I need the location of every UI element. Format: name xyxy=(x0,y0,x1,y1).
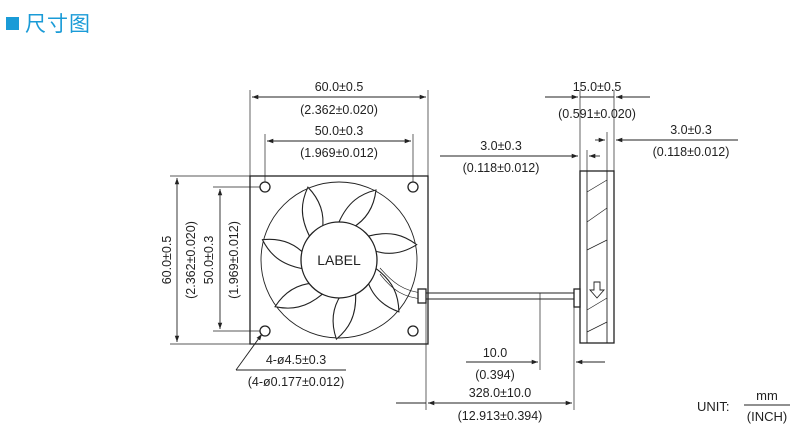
fan-front-view: LABEL xyxy=(249,175,574,345)
dim-side-rib-left: 3.0±0.3 (0.118±0.012) xyxy=(440,139,600,175)
section-header: 尺寸图 xyxy=(6,8,91,38)
dim-side-rib-right: 3.0±0.3 (0.118±0.012) xyxy=(595,123,738,171)
header-square-icon xyxy=(6,16,19,30)
fan-hub xyxy=(300,221,378,299)
dim-height-holes-mm: 50.0±0.3 xyxy=(202,236,216,285)
dim-side-depth-mm: 15.0±0.5 xyxy=(573,80,622,94)
mount-hole-bottom-right xyxy=(407,325,419,337)
dim-width-outer: 60.0±0.5 (2.362±0.020) xyxy=(249,80,429,176)
unit-label: UNIT: xyxy=(697,399,730,414)
dim-width-outer-mm: 60.0±0.5 xyxy=(315,80,364,94)
dim-side-rib-left-inch: (0.118±0.012) xyxy=(463,161,540,175)
dim-wire-strip-inch: (0.394) xyxy=(475,368,515,382)
dim-height-outer-mm: 60.0±0.5 xyxy=(160,236,174,285)
dim-wire-strip-mm: 10.0 xyxy=(483,346,507,360)
mount-hole-top-left xyxy=(259,181,271,193)
dim-width-holes-mm: 50.0±0.3 xyxy=(315,124,364,138)
callout-mount-hole: 4-ø4.5±0.3 (4-ø0.177±0.012) xyxy=(235,333,346,389)
unit-denominator: (INCH) xyxy=(747,409,787,424)
unit-legend: UNIT: mm (INCH) xyxy=(697,388,790,424)
dim-side-rib-right-inch: (0.118±0.012) xyxy=(653,145,730,159)
dim-side-depth: 15.0±0.5 (0.591±0.020) xyxy=(545,80,650,171)
dim-height-outer-inch: (2.362±0.020) xyxy=(184,221,198,299)
dim-width-holes: 50.0±0.3 (1.969±0.012) xyxy=(264,124,414,182)
dim-height-holes-inch: (1.969±0.012) xyxy=(227,221,241,299)
dim-side-depth-inch: (0.591±0.020) xyxy=(558,107,636,121)
dim-height-holes: 50.0±0.3 (1.969±0.012) xyxy=(202,186,260,332)
fan-blades xyxy=(261,186,418,341)
fan-shroud-ring xyxy=(260,181,418,339)
dim-width-holes-inch: (1.969±0.012) xyxy=(300,146,378,160)
page-title: 尺寸图 xyxy=(25,12,91,36)
mount-hole-top-right xyxy=(407,181,419,193)
callout-mount-hole-inch: (4-ø0.177±0.012) xyxy=(248,375,345,389)
dim-wire-strip: 10.0 (0.394) xyxy=(466,299,605,410)
fan-side-view xyxy=(573,170,615,344)
wire-grommet xyxy=(417,288,427,304)
dim-side-rib-left-mm: 3.0±0.3 xyxy=(480,139,522,153)
side-frame xyxy=(579,170,615,344)
dim-wire-length: 328.0±10.0 (12.913±0.394) xyxy=(396,303,572,423)
side-grommet xyxy=(573,288,581,308)
dim-side-rib-right-mm: 3.0±0.3 xyxy=(670,123,712,137)
airflow-arrow-icon xyxy=(589,281,605,299)
dim-wire-length-mm: 328.0±10.0 xyxy=(469,386,532,400)
dim-wire-length-inch: (12.913±0.394) xyxy=(458,409,543,423)
dim-height-outer: 60.0±0.5 (2.362±0.020) xyxy=(160,175,250,345)
dim-width-outer-inch: (2.362±0.020) xyxy=(300,103,378,117)
unit-numerator: mm xyxy=(756,388,778,403)
callout-mount-hole-mm: 4-ø4.5±0.3 xyxy=(266,353,326,367)
hub-label: LABEL xyxy=(317,252,361,268)
